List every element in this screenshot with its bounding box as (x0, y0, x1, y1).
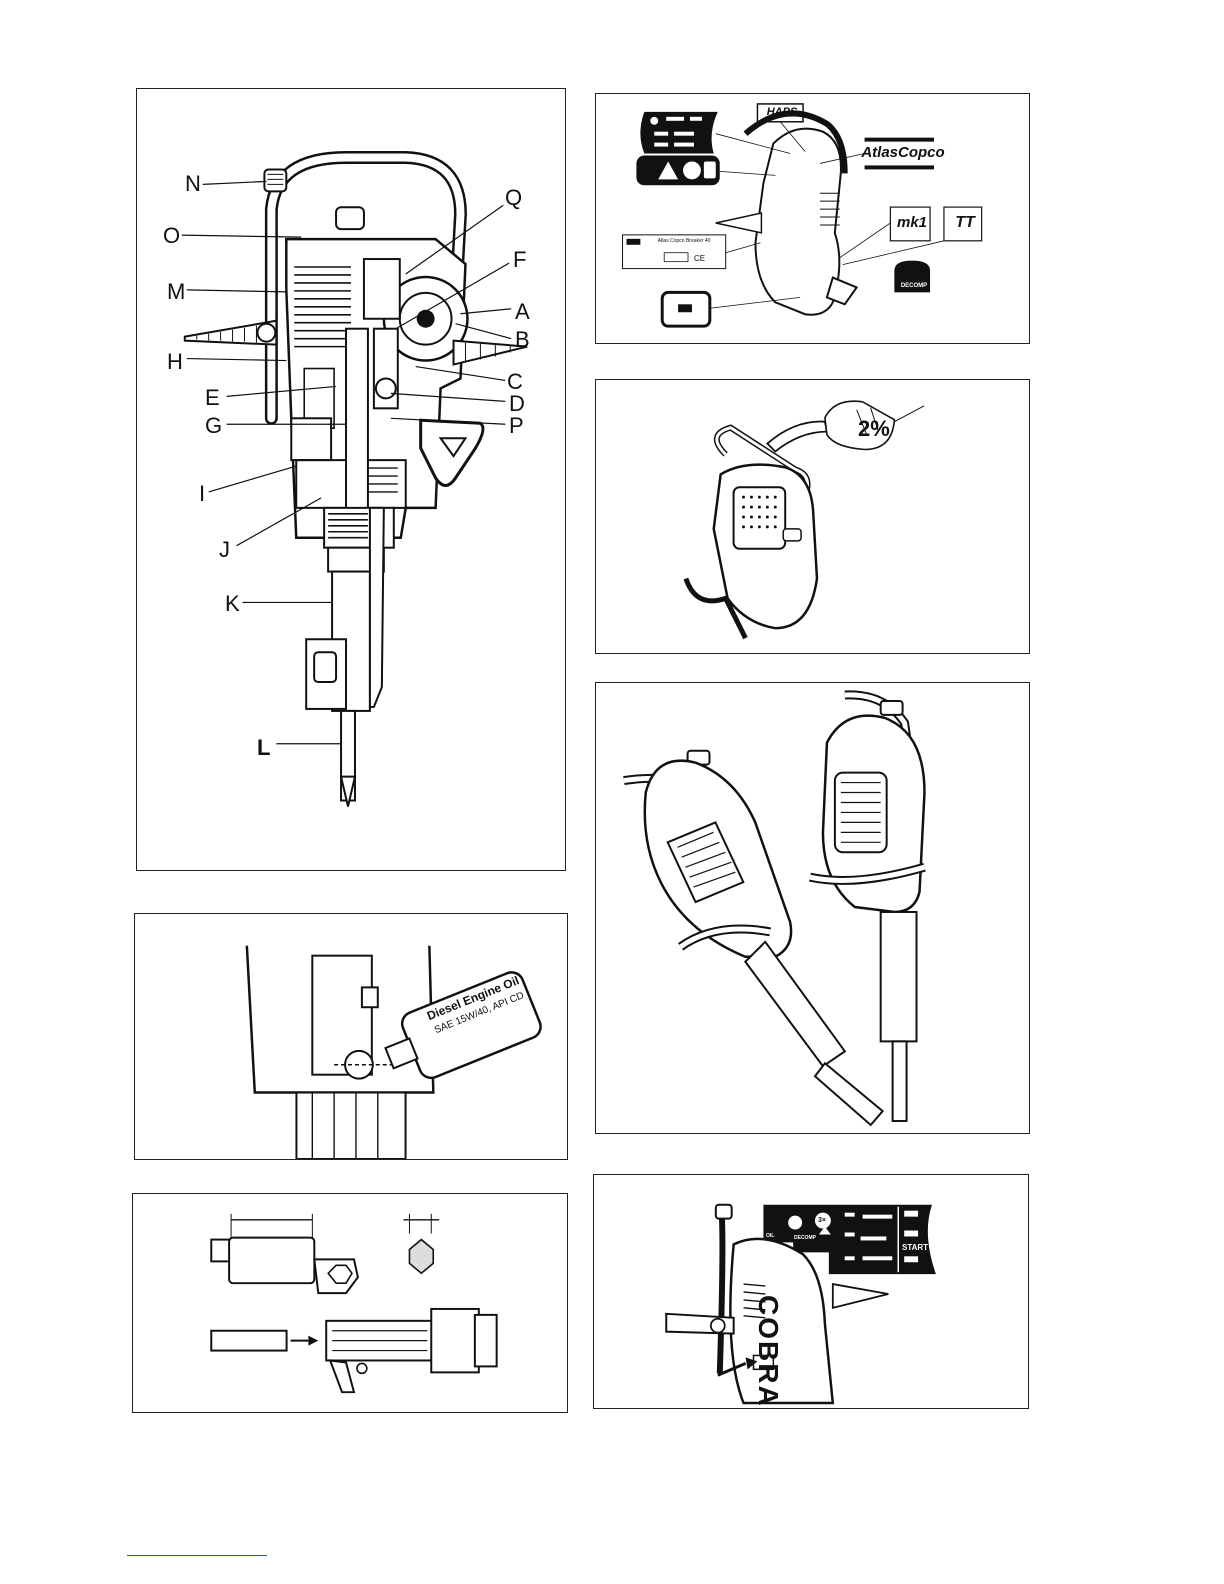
cobra-brand: COBRA (752, 1295, 784, 1408)
brand-label: AtlasCopco (858, 144, 948, 161)
oil-small-label: OIL (766, 1233, 774, 1239)
label-G: G (205, 415, 222, 437)
label-B: B (515, 329, 530, 351)
oil-drawing (135, 914, 567, 1159)
figure-machines-panel (595, 682, 1030, 1134)
tt-label: TT (946, 214, 984, 232)
figure-decals-panel: HAPS AtlasCopco mk1 TT DECOMP Atlas Copc… (595, 93, 1030, 344)
plate-title: Atlas Copco Breaker 40 (642, 238, 726, 244)
label-N: N (185, 173, 201, 195)
machines-drawing (596, 683, 1029, 1133)
label-J: J (219, 539, 230, 561)
label-A: A (515, 301, 530, 323)
start-label: START (902, 1243, 928, 1252)
figure-fuel-panel: 2% (595, 379, 1030, 654)
start-drawing (594, 1175, 1028, 1408)
label-K: K (225, 593, 240, 615)
figure-shank-panel (132, 1193, 568, 1413)
label-M: M (167, 281, 185, 303)
decomp-small-label: DECOMP (794, 1235, 816, 1241)
label-F: F (513, 249, 526, 271)
figure-cutaway-panel: N Q O F M A B H C E D G P I J K L (136, 88, 566, 871)
label-L: L (257, 737, 270, 759)
figure-start-panel: COBRA START DECOMP 3× OIL (593, 1174, 1029, 1409)
label-Q: Q (505, 187, 522, 209)
fuel-mix-label: 2% (858, 416, 890, 442)
label-O: O (163, 225, 180, 247)
cutaway-drawing (137, 89, 565, 870)
label-P: P (509, 415, 524, 437)
mk1-label: mk1 (892, 214, 932, 231)
footer-rule (127, 1555, 267, 1556)
label-C: C (507, 371, 523, 393)
label-E: E (205, 387, 220, 409)
label-H: H (167, 351, 183, 373)
label-I: I (199, 483, 205, 505)
count-label: 3× (818, 1217, 826, 1224)
label-D: D (509, 393, 525, 415)
figure-oil-panel: Diesel Engine Oil SAE 15W/40, API CD (134, 913, 568, 1160)
shank-drawing (133, 1194, 567, 1412)
fuel-drawing (596, 380, 1029, 653)
ce-mark: CE (694, 254, 705, 263)
decomp-label: DECOMP (892, 283, 936, 289)
haps-label: HAPS (760, 106, 804, 118)
